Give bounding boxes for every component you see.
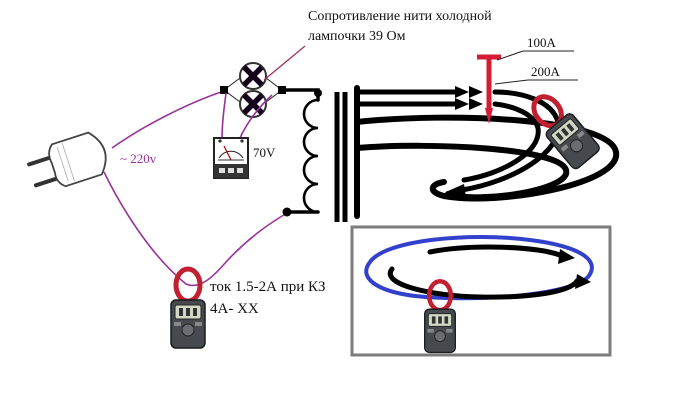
- nail-probe-icon: [477, 54, 501, 124]
- current-label-200a: 200A: [531, 64, 561, 79]
- primary-coil: [302, 98, 320, 214]
- secondary-cables: [354, 86, 620, 202]
- voltmeter-icon: [213, 92, 273, 179]
- indicator-lamps: [220, 62, 286, 118]
- power-plug-icon: [27, 131, 107, 188]
- mains-wire-bottom: [103, 171, 288, 287]
- current-arrow: [469, 86, 483, 98]
- top-note-line2: лампочки 39 Ом: [308, 29, 406, 44]
- inset-black-wire: [387, 266, 580, 300]
- top-note-line1: Сопротивление нити холодной: [308, 9, 492, 24]
- mains-voltage-label: ~ 220v: [120, 151, 157, 166]
- cable-lug: [558, 249, 575, 264]
- current-arrow: [455, 98, 469, 110]
- inset-blue-wire: [364, 235, 594, 301]
- junction-dot: [314, 89, 322, 97]
- clamp-note-line2: 4А- ХХ: [210, 301, 259, 317]
- note-leader-line: [263, 45, 306, 81]
- nail-label-leaders: [494, 50, 578, 85]
- inset-panel: [350, 225, 612, 357]
- lamp-icon: [239, 62, 267, 90]
- current-arrow: [455, 86, 469, 98]
- cable-lug: [575, 274, 591, 289]
- inset-black-wire: [427, 244, 565, 259]
- junction-dot: [282, 207, 292, 217]
- wire-to-primary: [280, 88, 320, 102]
- junction-dot: [220, 86, 228, 94]
- clamp-note-line1: ток 1.5-2А при КЗ: [210, 279, 326, 295]
- mains-wire-top: [111, 90, 225, 149]
- voltmeter-reading: 70V: [253, 145, 276, 160]
- current-label-100a: 100A: [527, 35, 557, 50]
- clamp-meter-primary: [171, 269, 205, 348]
- current-arrow: [469, 98, 483, 110]
- lamp-icon: [239, 90, 267, 118]
- transformer-icon: [280, 85, 360, 222]
